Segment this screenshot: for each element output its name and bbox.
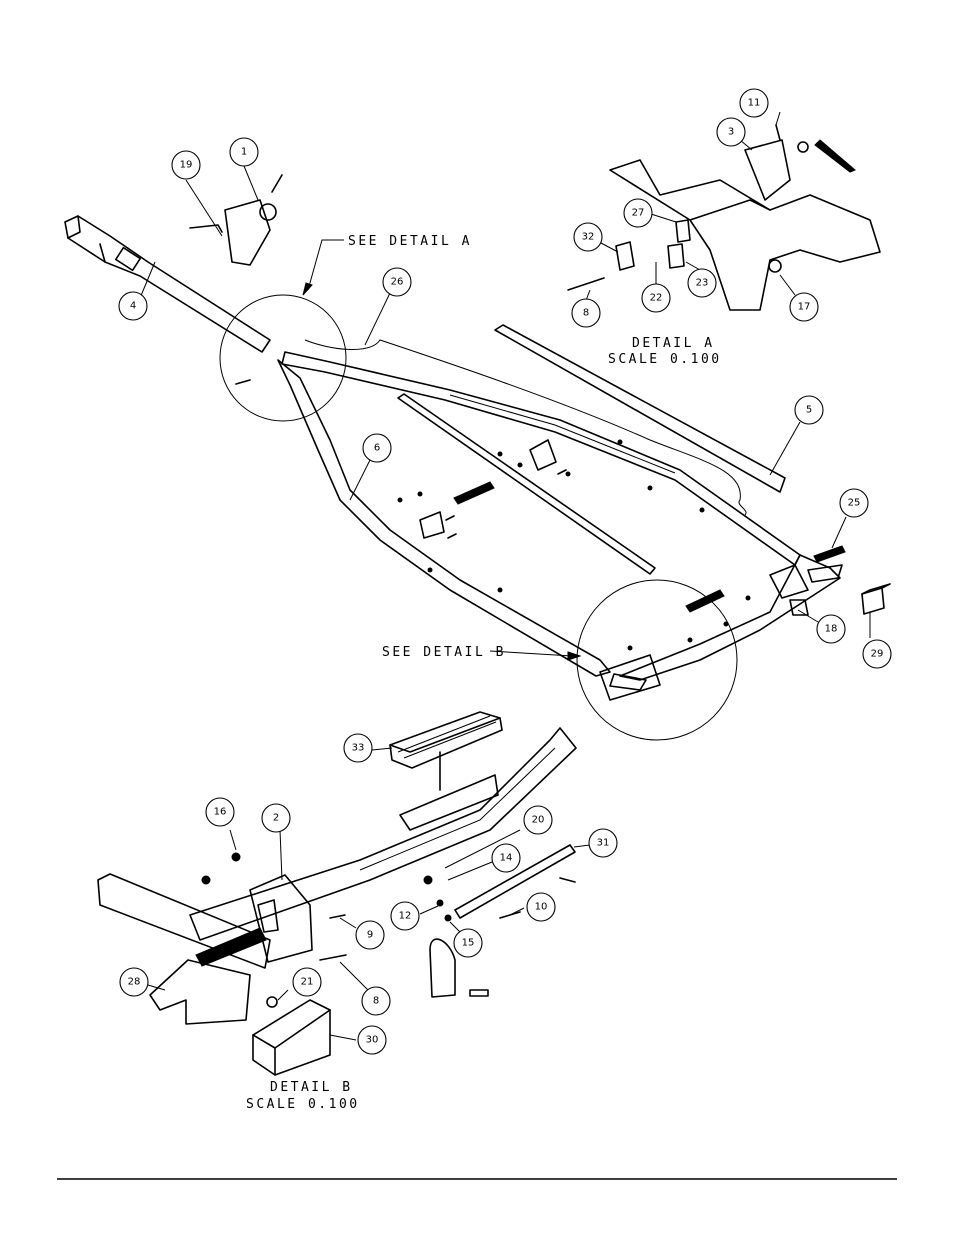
callout-12: 10	[526, 892, 556, 922]
detail-a-reference-circle	[219, 294, 347, 422]
callout-25: 25	[839, 488, 869, 518]
callout-18: 18	[816, 614, 846, 644]
detail-b-title: DETAIL B	[270, 1080, 353, 1095]
svg-text:14: 14	[500, 853, 513, 864]
callout-13: 12	[390, 901, 420, 931]
svg-text:18: 18	[825, 624, 838, 635]
svg-text:6: 6	[374, 443, 380, 454]
trailer-frame-assembly	[64, 174, 891, 701]
svg-text:21: 21	[301, 977, 314, 988]
see-detail-a-label: SEE DETAIL A	[348, 234, 472, 249]
callout-4: 4	[118, 291, 148, 321]
svg-text:11: 11	[748, 98, 761, 109]
callout-3: 3	[716, 117, 746, 147]
svg-text:19: 19	[180, 160, 193, 171]
callout-20: 20	[523, 805, 553, 835]
callout-17: 17	[789, 292, 819, 322]
svg-text:20: 20	[532, 815, 545, 826]
svg-text:5: 5	[806, 405, 812, 416]
svg-text:31: 31	[597, 838, 610, 849]
svg-text:1: 1	[241, 147, 247, 158]
detail-a-title: DETAIL A	[632, 336, 715, 351]
svg-text:23: 23	[696, 278, 709, 289]
callout-31: 31	[588, 828, 618, 858]
svg-text:32: 32	[582, 232, 595, 243]
callout-balloons: 19 1 4 26 6 5 25 18 29 11 3 27 32 8 22 2…	[118, 88, 892, 1055]
svg-text:9: 9	[367, 930, 373, 941]
svg-text:10: 10	[535, 902, 548, 913]
detail-a-scale: SCALE 0.100	[608, 352, 722, 367]
callout-14: 14	[491, 843, 521, 873]
svg-text:17: 17	[798, 302, 811, 313]
svg-text:27: 27	[632, 208, 645, 219]
callout-19: 19	[171, 150, 201, 180]
detail-b-reference-circle	[576, 579, 738, 741]
detail-b-scale: SCALE 0.100	[246, 1097, 360, 1112]
svg-text:8: 8	[583, 308, 589, 319]
callout-16: 16	[205, 797, 235, 827]
svg-text:33: 33	[352, 743, 365, 754]
svg-text:2: 2	[273, 813, 279, 824]
svg-text:25: 25	[848, 498, 861, 509]
callout-6: 6	[362, 433, 392, 463]
callout-30: 30	[357, 1025, 387, 1055]
svg-text:8: 8	[373, 996, 379, 1007]
svg-text:29: 29	[871, 649, 884, 660]
callout-1: 1	[229, 137, 259, 167]
callout-22: 22	[641, 283, 671, 313]
svg-text:28: 28	[128, 977, 141, 988]
callout-33: 33	[343, 733, 373, 763]
svg-text:22: 22	[650, 293, 663, 304]
svg-text:16: 16	[214, 807, 227, 818]
callout-8: 8	[571, 298, 601, 328]
leader-lines	[139, 111, 871, 1041]
detail-b-drawing	[97, 711, 577, 1076]
detail-a-drawing	[567, 124, 881, 311]
svg-text:26: 26	[391, 277, 404, 288]
callout-23: 23	[687, 268, 717, 298]
svg-text:12: 12	[399, 911, 412, 922]
callout-27: 27	[623, 198, 653, 228]
callout-10: 9	[355, 920, 385, 950]
callout-15: 15	[453, 928, 483, 958]
callout-28: 28	[119, 967, 149, 997]
callout-32: 32	[573, 222, 603, 252]
callout-2: 2	[261, 803, 291, 833]
callout-11: 11	[739, 88, 769, 118]
callout-5: 5	[794, 395, 824, 425]
callout-9: 8	[361, 986, 391, 1016]
callout-21: 21	[292, 967, 322, 997]
svg-text:15: 15	[462, 938, 475, 949]
svg-text:3: 3	[728, 127, 734, 138]
callout-29: 29	[862, 639, 892, 669]
svg-text:30: 30	[366, 1035, 379, 1046]
callout-26: 26	[382, 267, 412, 297]
see-detail-b-label: SEE DETAIL B	[382, 645, 506, 660]
svg-text:4: 4	[130, 301, 136, 312]
